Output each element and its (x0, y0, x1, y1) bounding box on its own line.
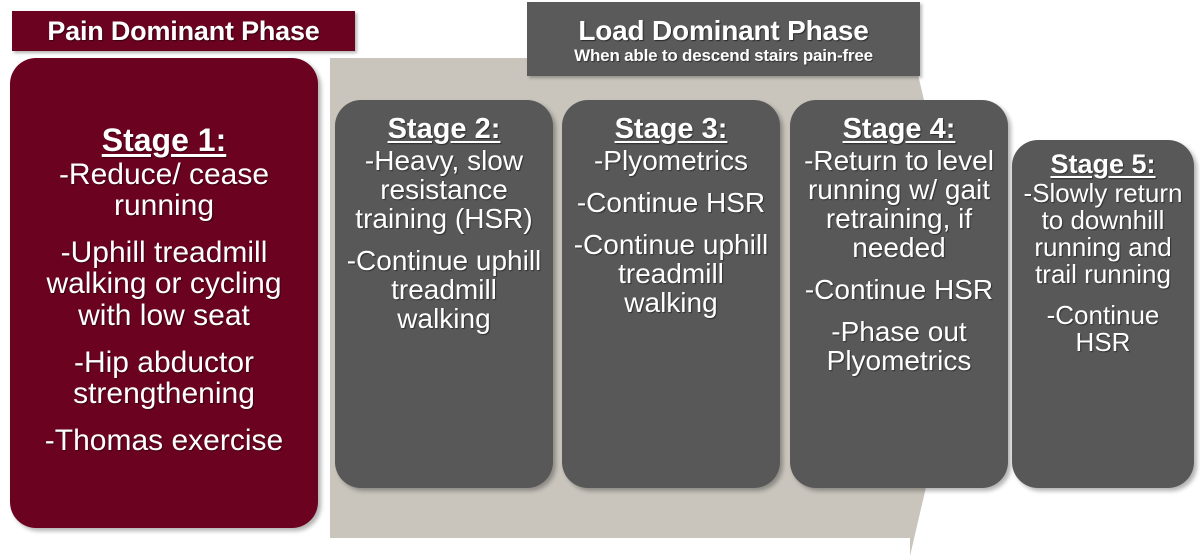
stage-item: -Continue uphill treadmill walking (346, 245, 542, 335)
stage-item: -Reduce/ cease running (58, 157, 270, 223)
stage-item: -Thomas exercise (44, 424, 284, 458)
phase-title-pain-dominant: Pain Dominant Phase (47, 15, 320, 46)
phase-header-load-dominant: Load Dominant Phase When able to descend… (527, 2, 920, 76)
stage-item: -Continue HSR (576, 186, 766, 218)
phase-header-pain-dominant: Pain Dominant Phase (12, 11, 355, 51)
stage-item: -Return to level running w/ gait retrain… (804, 144, 994, 264)
stage-item: -Continue uphill treadmill walking (573, 228, 769, 319)
stage-item: -Plyometrics (593, 144, 748, 176)
stage-card-1: Stage 1: -Reduce/ cease running -Uphill … (10, 58, 318, 528)
stage-item: -Heavy, slow resistance training (HSR) (355, 144, 533, 234)
stage-item: -Phase out Plyometrics (826, 316, 972, 377)
stage-title-1: Stage 1: (101, 122, 227, 158)
phase-title-load-dominant: Load Dominant Phase (578, 14, 869, 46)
stage-item: -Continue HSR (1046, 299, 1160, 357)
stage-title-3: Stage 3: (614, 113, 728, 145)
stage-item: -Hip abductor strengthening (73, 345, 255, 411)
stage-card-2: Stage 2: -Heavy, slow resistance trainin… (335, 100, 553, 488)
stage-card-5: Stage 5: -Slowly return to downhill runn… (1012, 140, 1194, 488)
stage-item: -Uphill treadmill walking or cycling wit… (46, 236, 282, 332)
stage-card-3: Stage 3: -Plyometrics -Continue HSR -Con… (562, 100, 780, 488)
stage-title-2: Stage 2: (387, 113, 501, 145)
stage-item: -Continue HSR (804, 274, 994, 306)
stage-card-4: Stage 4: -Return to level running w/ gai… (790, 100, 1008, 488)
stage-title-5: Stage 5: (1050, 149, 1156, 179)
stage-title-4: Stage 4: (842, 113, 956, 145)
stage-item: -Slowly return to downhill running and t… (1023, 177, 1183, 289)
phase-subtitle-load-dominant: When able to descend stairs pain-free (574, 45, 873, 65)
